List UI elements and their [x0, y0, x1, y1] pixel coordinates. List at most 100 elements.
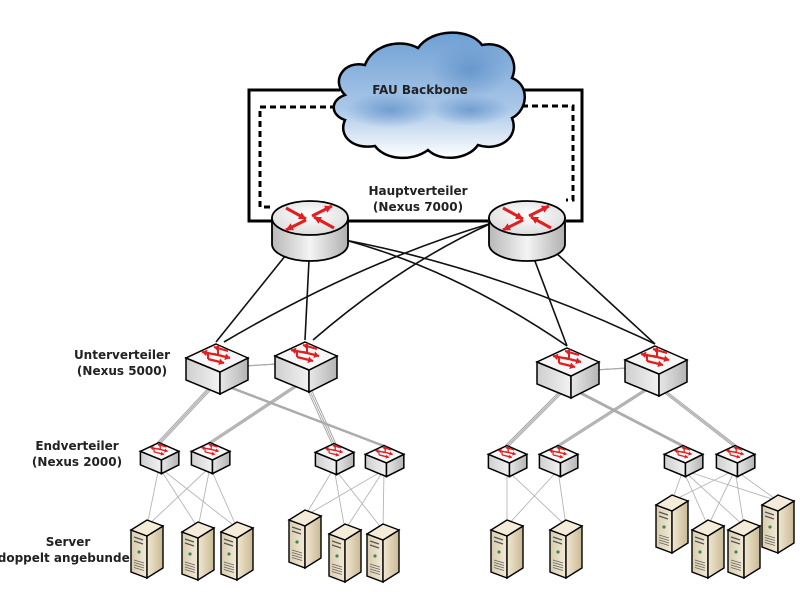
arrow-head — [569, 362, 575, 370]
core-uplink — [344, 239, 568, 347]
router-arrows-icon — [502, 204, 552, 232]
distribution-switch — [184, 343, 250, 396]
server-top — [287, 509, 323, 527]
arrow-head — [307, 356, 313, 364]
arrow-head — [160, 451, 164, 456]
access-tier-label-line2: (Nexus 2000) — [32, 455, 122, 469]
server-link — [682, 469, 779, 502]
distribution-switch — [273, 341, 339, 394]
arrow-head — [325, 447, 329, 452]
vent-grille — [133, 559, 145, 564]
distribution-access-link — [160, 381, 219, 444]
arrow-head — [515, 212, 523, 219]
vent-grille — [133, 562, 145, 566]
arrow-head — [663, 355, 669, 363]
router-top — [488, 200, 566, 236]
vent-grille — [493, 562, 505, 566]
server-front — [549, 528, 567, 580]
switch-top — [486, 444, 529, 464]
distribution-switch — [623, 345, 689, 398]
arrow-head — [339, 449, 343, 454]
drive-bay — [764, 511, 775, 516]
vent-grille — [493, 567, 505, 571]
vent-grille — [133, 564, 145, 569]
vent-grille — [223, 561, 235, 566]
vent-grille — [291, 549, 303, 554]
server-link — [304, 467, 335, 517]
power-led-icon — [335, 554, 339, 558]
arrow-head — [286, 223, 294, 231]
switch-arrows-icon — [290, 343, 320, 364]
distribution-access-link — [209, 379, 306, 444]
power-led-icon — [137, 550, 141, 554]
arrow-head — [202, 349, 208, 357]
distribution-tier-label-line2: (Nexus 5000) — [77, 364, 167, 378]
server-link — [707, 469, 736, 527]
switch-arrows-icon — [325, 444, 343, 457]
vent-grille — [223, 569, 235, 573]
backbone-dashed-link — [258, 104, 575, 209]
vent-grille — [133, 567, 145, 571]
server-link — [209, 466, 238, 529]
distribution-access-link — [568, 385, 686, 447]
distribution-switch — [535, 347, 601, 400]
switch-top — [363, 444, 406, 464]
server-top — [726, 519, 762, 537]
drive-bay — [658, 515, 669, 520]
distribution-access-link — [504, 385, 566, 447]
arrow-head — [313, 351, 319, 359]
switch-arrows-icon — [549, 446, 567, 459]
core-uplink — [312, 222, 493, 341]
arrow-head — [563, 451, 567, 456]
vent-grille — [369, 568, 381, 573]
vent-grille — [730, 562, 742, 566]
vent-grille — [730, 564, 742, 569]
switch-top — [138, 441, 181, 461]
server — [726, 519, 762, 580]
vent-grille — [331, 563, 343, 568]
drive-bay — [184, 542, 195, 547]
server — [180, 521, 216, 582]
drive-bay — [331, 544, 342, 549]
router-arrows-icon — [285, 204, 335, 232]
server-front — [288, 518, 306, 570]
vent-grille — [223, 564, 235, 568]
switch-arrows-icon — [674, 446, 692, 459]
vent-grille — [658, 542, 670, 546]
fau-backbone-cloud: FAU Backbone — [332, 31, 526, 160]
peer-link — [245, 363, 280, 367]
vent-grille — [369, 563, 381, 568]
vent-grille — [552, 567, 564, 571]
server-link — [682, 469, 709, 527]
distribution-tier-label-line1: Unterverteiler — [74, 348, 170, 362]
core-tier-label-line2: (Nexus 7000) — [373, 200, 463, 214]
backbone-solid-link — [247, 88, 584, 223]
drive-bay — [730, 536, 741, 541]
server — [219, 521, 255, 582]
arrow-head — [385, 454, 389, 459]
vent-grille — [493, 559, 505, 564]
distribution-access-link — [213, 381, 383, 447]
server-top — [548, 519, 584, 537]
server-top — [365, 523, 401, 541]
drive-bay — [694, 536, 705, 541]
server — [327, 523, 363, 584]
distribution-access-link — [656, 383, 738, 447]
server-top — [760, 494, 796, 512]
vent-grille — [730, 559, 742, 564]
server-front — [130, 528, 148, 580]
distribution-access-link — [508, 385, 570, 447]
drive-bay — [369, 544, 380, 549]
drive-bay — [493, 536, 504, 541]
server-tier-label-line1: Server — [46, 535, 91, 549]
drive-bay — [223, 538, 234, 543]
arrow-head — [218, 358, 224, 366]
distribution-access-link — [652, 383, 734, 447]
arrow-head — [674, 449, 678, 454]
arrow-head — [498, 449, 502, 454]
server-link — [304, 469, 385, 517]
power-led-icon — [227, 552, 231, 556]
power-led-icon — [662, 525, 666, 529]
server-front — [691, 528, 709, 580]
power-led-icon — [295, 540, 299, 544]
